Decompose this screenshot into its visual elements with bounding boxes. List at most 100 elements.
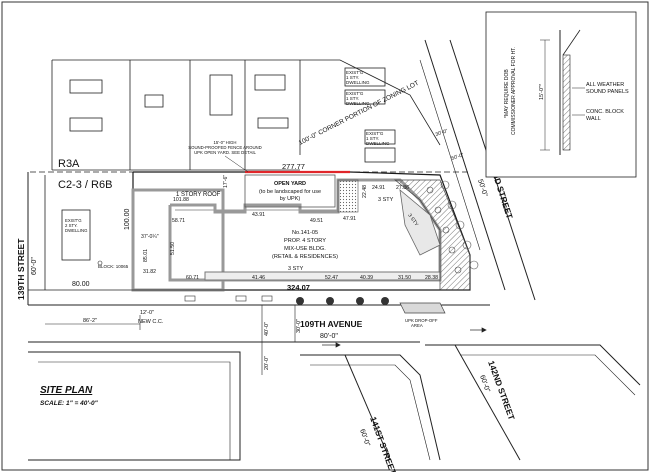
street-142-width: 50'-0" xyxy=(476,178,488,198)
fence-note-3: UPK OPEN YARD. SEE DETAIL xyxy=(194,150,256,155)
dwelling-2-line1: EXIST'G xyxy=(346,91,364,96)
dim-20v: 20'-0" xyxy=(264,356,270,370)
dim-front: 324.07 xyxy=(287,283,310,292)
dim-12: 12'-0" xyxy=(140,310,154,316)
site-plan-title: SITE PLAN xyxy=(40,385,93,396)
open-yard-3: by UPK) xyxy=(280,196,301,202)
dim-17: 17'-6" xyxy=(223,175,229,188)
dwelling-3-line1: EXIST'G xyxy=(366,131,384,136)
building-4: (RETAIL & RESIDENCES) xyxy=(272,254,338,260)
dim-47: 47.91 xyxy=(343,216,356,222)
dim-58: 58.71 xyxy=(172,218,185,224)
open-yard-2: (to be landscaped for use xyxy=(259,189,321,195)
landscaping xyxy=(426,180,479,274)
dwelling-4-line1: EXIST'G xyxy=(65,218,82,223)
fence-note-1: 15'-0" HIGH xyxy=(214,140,237,145)
dim-50: 50'-0" xyxy=(451,152,465,162)
dim-37: 37'-0¼" xyxy=(141,234,159,240)
dim-60: 60.71 xyxy=(186,275,199,281)
street-141: 141ST STREET 60'-0" xyxy=(358,415,399,472)
dim-24: 24.91 xyxy=(372,185,385,191)
dim-40v: 40'-0" xyxy=(264,322,270,336)
dim-31b: 31.50 xyxy=(398,275,411,281)
three-sty-front: 3 STY xyxy=(288,266,304,272)
street-141-name: 141ST STREET xyxy=(368,415,399,472)
neighbor-lots xyxy=(51,59,441,171)
street-142b-width: 60'-0" xyxy=(478,374,491,394)
site-outline xyxy=(131,171,471,292)
detail-panels-1: ALL WEATHER xyxy=(586,82,624,88)
detail-note-2: COMMISSIONER APPROVAL FOR HT. xyxy=(511,47,517,135)
site-plan-scale: SCALE: 1" = 40'-0" xyxy=(40,400,99,407)
street-141-width: 60'-0" xyxy=(358,428,371,448)
street-139-name: 139TH STREET xyxy=(16,238,26,300)
dim-101: 101.88 xyxy=(173,197,189,203)
detail-height: 15'-0"* xyxy=(539,83,545,100)
existing-2sty: EXIST'G 2 STY. DWELLING xyxy=(61,209,91,261)
building-1: No.141-05 xyxy=(292,230,318,236)
dim-28: 28.38 xyxy=(425,275,438,281)
dwelling-4-line2: 2 STY. xyxy=(65,223,78,228)
dim-30: 30'-0" xyxy=(435,128,449,138)
detail-note-1: *MAY REQUIRE DOB xyxy=(504,69,510,118)
dim-27: 27.86 xyxy=(396,185,409,191)
dropoff-2: AREA xyxy=(411,323,423,328)
dim-22: 22.48 xyxy=(362,185,368,198)
dim-51: 51.50 xyxy=(170,242,176,255)
avenue-109-name: 109TH AVENUE xyxy=(300,319,363,329)
dim-31a: 31.82 xyxy=(143,269,156,275)
dim-top-lot: 277.77 xyxy=(282,162,305,171)
lower-block xyxy=(28,351,241,461)
detail-panels-2: SOUND PANELS xyxy=(586,89,629,95)
building-2: PROP. 4 STORY xyxy=(284,238,326,244)
dim-52: 52.47 xyxy=(325,275,338,281)
three-sty-top: 3 STY xyxy=(378,197,394,203)
detail-wall-1: CONC. BLOCK xyxy=(586,109,624,115)
fence-note: 15'-0" HIGH SOUND-PROOFED FENCE AROUND U… xyxy=(188,140,262,155)
lower-right-blocks xyxy=(300,344,641,461)
north-arrows xyxy=(322,327,487,348)
street-142b: 142ND STREET 60'-0" xyxy=(478,359,517,422)
fence-note-2: SOUND-PROOFED FENCE AROUND xyxy=(188,145,262,150)
dwelling-4-line3: DWELLING xyxy=(65,228,88,233)
street-139-width: 60'-0" xyxy=(31,257,38,275)
dim-85: 85.01 xyxy=(143,249,149,262)
dim-86: 86'-2" xyxy=(83,318,97,324)
existing-dwellings: EXIST'G 1 STY. DWELLING EXIST'G 1 STY. D… xyxy=(346,70,390,146)
open-yard: OPEN YARD (to be landscaped for use by U… xyxy=(259,181,321,202)
zoning-c2-3: C2-3 / R6B xyxy=(58,179,112,191)
detail-wall-2: WALL xyxy=(586,116,601,122)
dim-43: 43.91 xyxy=(252,212,265,218)
dim-30v: 30'-0" xyxy=(296,319,302,333)
new-cc-label: NEW C.C. xyxy=(138,319,164,325)
fence-detail: 15'-0"* *MAY REQUIRE DOB COMMISSIONER AP… xyxy=(485,11,637,178)
avenue-109-width: 80'-0" xyxy=(320,333,338,340)
open-yard-1: OPEN YARD xyxy=(274,181,306,187)
dwelling-1-line2: 1 STY. xyxy=(346,75,359,80)
dwelling-2-line3: DWELLING xyxy=(346,101,370,106)
dim-41: 41.46 xyxy=(252,275,265,281)
dwelling-2-line2: 1 STY. xyxy=(346,96,359,101)
dim-49: 49.51 xyxy=(310,218,323,224)
one-story-roof: 1 STORY ROOF xyxy=(176,192,221,198)
building-3: MIX-USE BLDG. xyxy=(284,246,326,252)
dwelling-1-line1: EXIST'G xyxy=(346,70,364,75)
block-label: BLOCK: 10065 xyxy=(98,264,129,269)
dim-depth: 100.00 xyxy=(124,208,131,230)
dimension-texts: 101.88 58.71 43.91 49.51 47.91 24.91 27.… xyxy=(141,175,438,281)
dim-left: 80.00 xyxy=(72,281,90,288)
avenue-109: 109TH AVENUE 80'-0" xyxy=(28,289,490,343)
dwelling-3-line3: DWELLING xyxy=(366,141,390,146)
lower-dimensions: 86'-2" 12'-0" NEW C.C. 40'-0" 30'-0" 20'… xyxy=(45,305,302,375)
dropoff-1: UPK DROP-OFF xyxy=(405,318,438,323)
zoning-r3a: R3A xyxy=(58,158,80,170)
upk-dropoff: UPK DROP-OFF AREA xyxy=(399,302,446,328)
street-139: 139TH STREET 60'-0" xyxy=(16,172,46,305)
building-label: No.141-05 PROP. 4 STORY MIX-USE BLDG. (R… xyxy=(272,230,338,260)
dwelling-1-line3: DWELLING xyxy=(346,80,370,85)
dim-40: 40.39 xyxy=(360,275,373,281)
dwelling-3-line2: 1 STY. xyxy=(366,136,379,141)
